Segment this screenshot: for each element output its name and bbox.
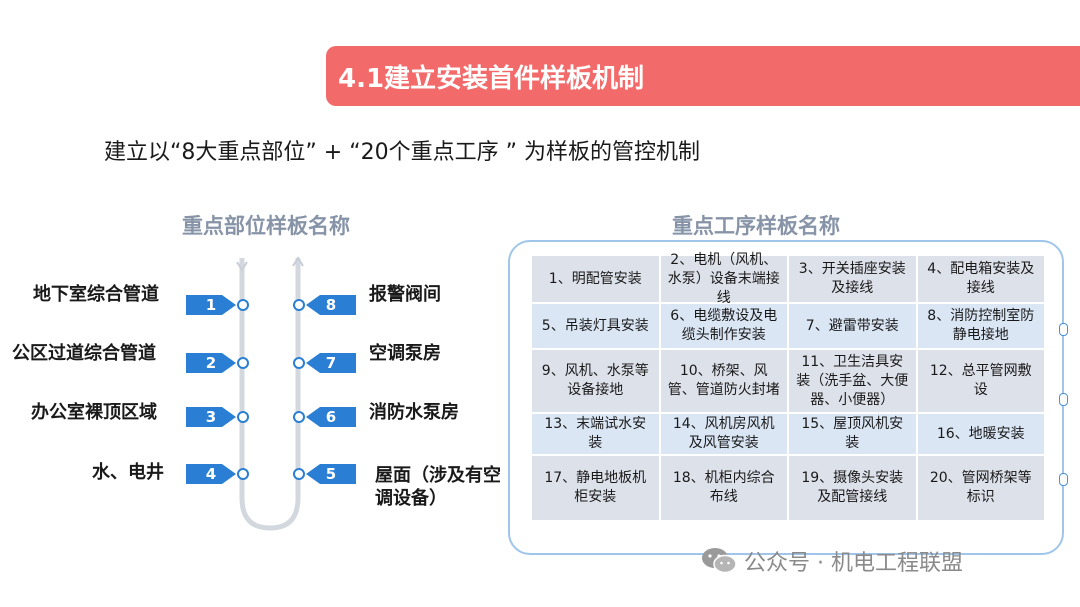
location-label-6: 消防水泵房 — [369, 402, 459, 423]
process-cell-15: 15、屋顶风机安装 — [789, 414, 916, 454]
location-number-4: 4 — [205, 465, 217, 483]
location-number-1: 1 — [205, 296, 217, 314]
flow-node-1 — [237, 299, 249, 311]
wechat-icon — [702, 548, 737, 574]
process-cell-18: 18、机柜内综合布线 — [660, 456, 787, 520]
location-tag-5: 5 — [306, 464, 356, 484]
location-tag-2: 2 — [186, 353, 236, 373]
location-tag-4: 4 — [186, 464, 236, 484]
location-label-1: 地下室综合管道 — [33, 284, 159, 305]
location-tag-3: 3 — [186, 407, 236, 427]
flow-path — [236, 256, 304, 531]
location-number-5: 5 — [325, 465, 337, 483]
process-cell-5: 5、吊装灯具安装 — [532, 304, 659, 348]
process-cell-9: 9、风机、水泵等设备接地 — [532, 350, 659, 412]
location-number-6: 6 — [325, 408, 337, 426]
location-tag-7: 7 — [306, 353, 356, 373]
process-cell-12: 12、总平管网敷设 — [917, 350, 1044, 412]
right-section-title: 重点工序样板名称 — [672, 214, 840, 238]
location-label-2: 公区过道综合管道 — [12, 343, 156, 364]
location-tag-8: 8 — [306, 295, 356, 315]
location-tag-1: 1 — [186, 295, 236, 315]
flow-node-5 — [293, 468, 305, 480]
page-subtitle: 建立以“8大重点部位” + “20个重点工序 ” 为样板的管控机制 — [104, 140, 700, 165]
location-label-7: 空调泵房 — [369, 343, 441, 364]
process-cell-8: 8、消防控制室防静电接地 — [917, 304, 1044, 348]
location-label-8: 报警阀间 — [369, 284, 441, 305]
process-cell-3: 3、开关插座安装及接线 — [789, 256, 916, 302]
process-cell-19: 19、摄像头安装及配管接线 — [789, 456, 916, 520]
process-table: 1、明配管安装 2、电机（风机、水泵）设备末端接线 3、开关插座安装及接线 4、… — [532, 252, 1044, 528]
location-label-5: 屋面（涉及有空调设备） — [375, 465, 501, 509]
location-number-7: 7 — [325, 354, 337, 372]
process-cell-6: 6、电缆敷设及电缆头制作安装 — [660, 304, 787, 348]
flow-node-3 — [237, 411, 249, 423]
process-cell-7: 7、避雷带安装 — [789, 304, 916, 348]
flow-node-4 — [237, 468, 249, 480]
flow-node-2 — [237, 357, 249, 369]
process-cell-13: 13、末端试水安装 — [532, 414, 659, 454]
location-label-4: 水、电井 — [92, 462, 164, 483]
location-tag-6: 6 — [306, 407, 356, 427]
watermark-text: 公众号 · 机电工程联盟 — [744, 551, 963, 576]
process-cell-16: 16、地暖安装 — [917, 414, 1044, 454]
watermark: 公众号 · 机电工程联盟 — [700, 545, 963, 577]
process-cell-1: 1、明配管安装 — [532, 256, 659, 302]
flow-node-8 — [293, 299, 305, 311]
process-cell-10: 10、桥架、风管、管道防火封堵 — [660, 350, 787, 412]
left-section-title: 重点部位样板名称 — [182, 214, 350, 238]
process-cell-17: 17、静电地板机柜安装 — [532, 456, 659, 520]
process-cell-2: 2、电机（风机、水泵）设备末端接线 — [660, 252, 787, 306]
process-cell-20: 20、管网桥架等标识 — [917, 456, 1044, 520]
panel-handle — [1059, 393, 1068, 406]
location-number-8: 8 — [325, 296, 337, 314]
process-cell-14: 14、风机房风机及风管安装 — [660, 414, 787, 454]
process-cell-11: 11、卫生洁具安装（洗手盆、大便器、小便器） — [789, 350, 916, 412]
location-number-2: 2 — [205, 354, 217, 372]
flow-node-7 — [293, 357, 305, 369]
panel-handle — [1059, 323, 1068, 336]
process-cell-4: 4、配电箱安装及接线 — [917, 256, 1044, 302]
panel-handle — [1059, 473, 1068, 486]
location-label-3: 办公室裸顶区域 — [31, 402, 157, 423]
location-number-3: 3 — [205, 408, 217, 426]
section-banner: 4.1建立安装首件样板机制 — [326, 46, 1080, 106]
flow-node-6 — [293, 411, 305, 423]
banner-title: 4.1建立安装首件样板机制 — [338, 64, 645, 94]
